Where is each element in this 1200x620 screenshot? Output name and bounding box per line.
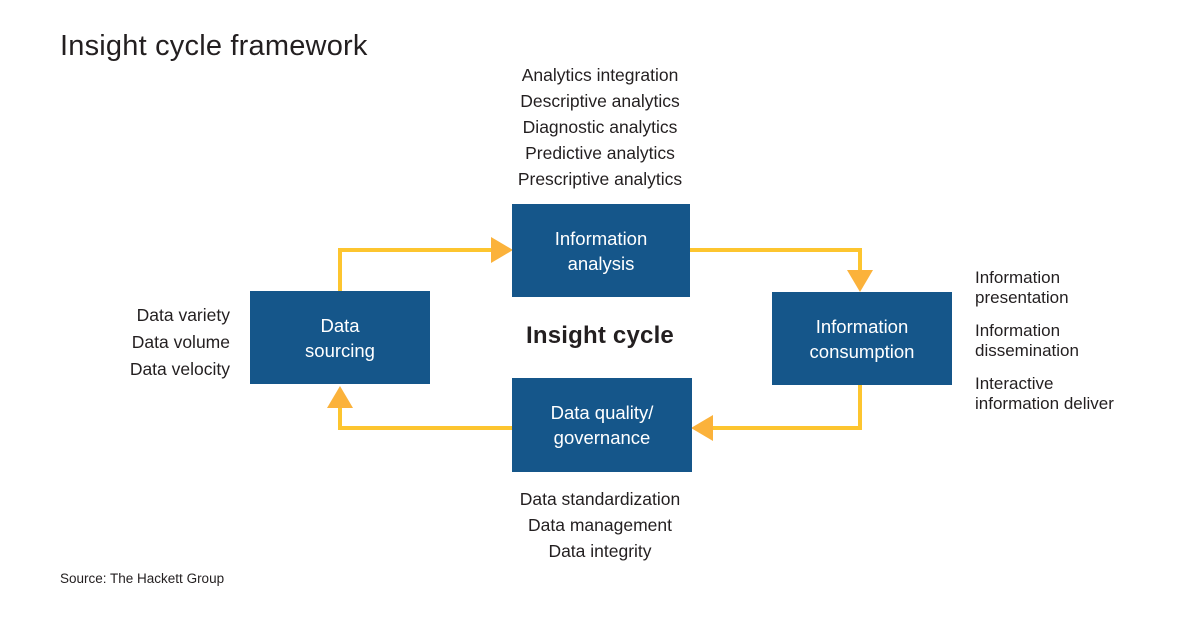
analysis-items-list: Analytics integration Descriptive analyt… [430, 62, 770, 192]
node-data-sourcing: Data sourcing [250, 291, 430, 384]
arrow-sourcing-to-analysis [338, 237, 513, 291]
arrow-quality-to-sourcing [327, 386, 512, 430]
list-item: Interactive information deliver [975, 374, 1114, 413]
arrow-consumption-to-quality [691, 385, 862, 441]
arrow-analysis-to-consumption [690, 248, 873, 292]
list-item: Analytics integration [521, 65, 679, 85]
node-data-quality-governance: Data quality/ governance [512, 378, 692, 472]
list-item: Data management [528, 515, 672, 535]
cycle-center-label: Insight cycle [526, 322, 674, 349]
node-information-analysis: Information analysis [512, 204, 690, 297]
quality-items-list: Data standardization Data management Dat… [430, 486, 770, 564]
page-title: Insight cycle framework [60, 30, 368, 62]
source-attribution: Source: The Hackett Group [60, 571, 225, 586]
list-item: Descriptive analytics [520, 91, 680, 111]
list-item: Data velocity [129, 359, 230, 379]
list-item: Diagnostic analytics [522, 117, 678, 137]
list-item: Data volume [131, 332, 230, 352]
list-item: Data integrity [548, 541, 652, 561]
node-information-consumption: Information consumption [772, 292, 952, 385]
list-item: Information dissemination [975, 321, 1079, 360]
list-item: Prescriptive analytics [517, 169, 683, 189]
list-item: Information presentation [975, 268, 1069, 307]
sourcing-items-list: Data variety Data volume Data velocity [10, 302, 230, 383]
list-item: Data variety [136, 305, 230, 325]
list-item: Data standardization [519, 489, 681, 509]
consumption-items-list: Information presentation Information dis… [975, 268, 1190, 427]
list-item: Predictive analytics [525, 143, 675, 163]
